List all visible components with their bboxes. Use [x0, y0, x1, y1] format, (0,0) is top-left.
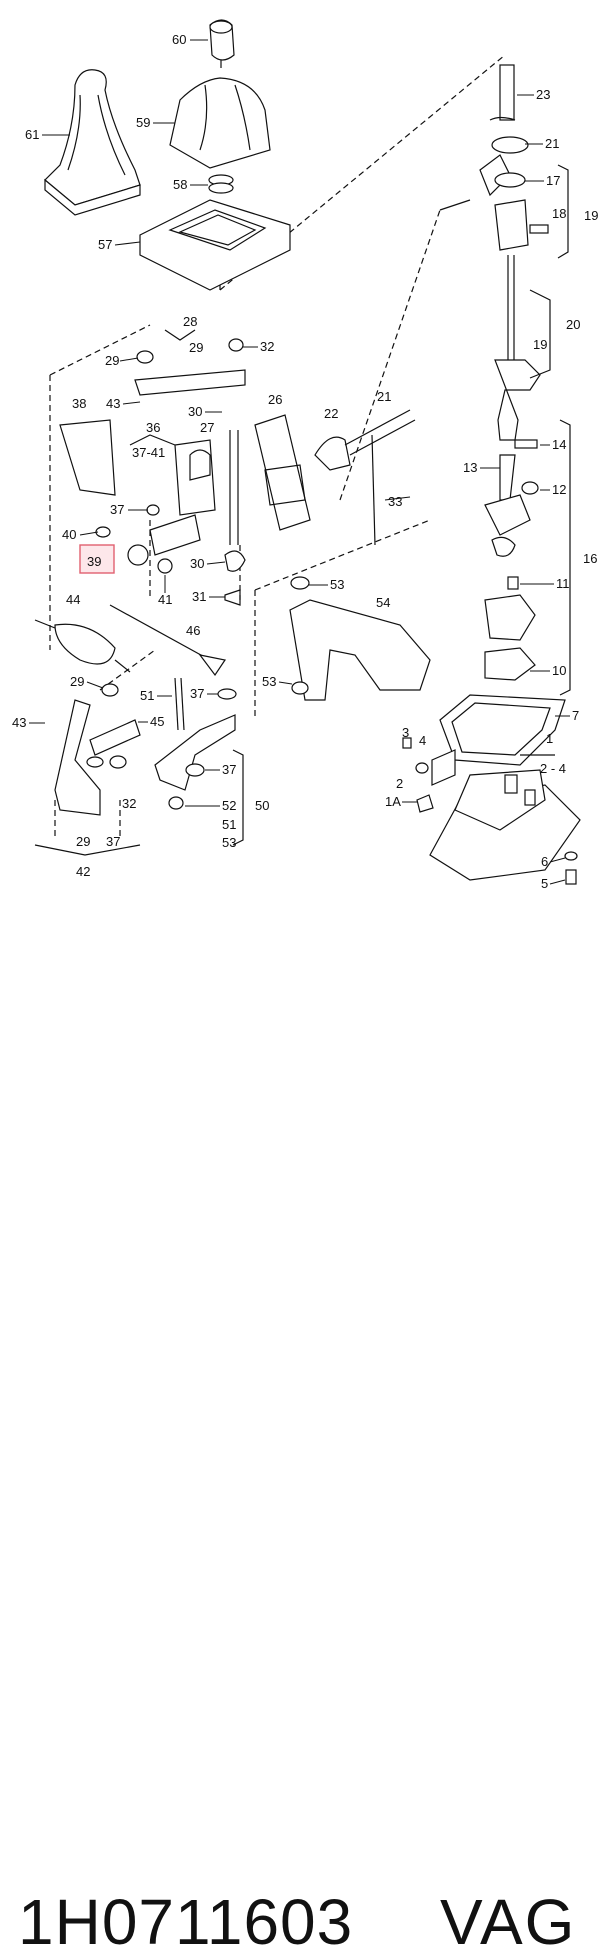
label-54: 54: [376, 595, 390, 610]
label-43a: 43: [106, 396, 120, 411]
label-44: 44: [66, 592, 80, 607]
label-45: 45: [150, 714, 164, 729]
linkage-50: [154, 677, 237, 810]
bracket-42: [54, 683, 141, 816]
label-27: 27: [200, 420, 214, 435]
label-6: 6: [541, 854, 548, 869]
label-32b: 32: [122, 796, 136, 811]
brand-name: VAG: [440, 1886, 577, 1958]
label-36: 36: [146, 420, 160, 435]
shift-rod-assembly: [439, 64, 549, 681]
label-5: 5: [541, 876, 548, 891]
label-26: 26: [268, 392, 282, 407]
label-50: 50: [255, 798, 269, 813]
label-51b: 51: [222, 817, 236, 832]
housing-1: [429, 769, 581, 881]
label-57: 57: [98, 237, 112, 252]
ring-58: [208, 174, 234, 194]
highlight-box: [79, 544, 115, 574]
label-59: 59: [136, 115, 150, 130]
label-18: 18: [552, 206, 566, 221]
cable-46: [109, 604, 226, 677]
label-37b: 37: [190, 686, 204, 701]
label-43b: 43: [12, 715, 26, 730]
label-17: 17: [546, 173, 560, 188]
label-21: 21: [545, 136, 559, 151]
label-1: 1: [546, 731, 553, 746]
label-53b: 53: [262, 674, 276, 689]
lever-54: [289, 576, 431, 701]
label-33: 33: [388, 494, 402, 509]
leader-lines: [29, 39, 570, 885]
label-29b: 29: [189, 340, 203, 355]
label-42: 42: [76, 864, 90, 879]
footer: 1H0711603 VAG: [0, 930, 600, 1958]
label-37d: 37: [106, 834, 120, 849]
label-7: 7: [572, 708, 579, 723]
label-2: 2: [396, 776, 403, 791]
middle-components: [59, 338, 416, 606]
label-11: 11: [556, 576, 570, 591]
label-14: 14: [552, 437, 566, 452]
label-29d: 29: [76, 834, 90, 849]
label-29a: 29: [105, 353, 119, 368]
label-28: 28: [183, 314, 197, 329]
label-38: 38: [72, 396, 86, 411]
label-3: 3: [402, 725, 409, 740]
label-52: 52: [222, 798, 236, 813]
label-37a: 37: [110, 502, 124, 517]
label-16: 16: [583, 551, 597, 566]
label-53c: 53: [222, 835, 236, 850]
label-10: 10: [552, 663, 566, 678]
label-30b: 30: [190, 556, 204, 571]
label-39: 39: [87, 554, 101, 569]
label-51a: 51: [140, 688, 154, 703]
label-37-41: 37-41: [132, 445, 165, 460]
group-brackets: [34, 164, 571, 856]
label-22: 22: [324, 406, 338, 421]
label-31: 31: [192, 589, 206, 604]
label-1A: 1A: [385, 794, 401, 809]
label-32a: 32: [260, 339, 274, 354]
part-number: 1H0711603: [18, 1886, 354, 1958]
label-2-4: 2 - 4: [540, 761, 566, 776]
label-20: 20: [566, 317, 580, 332]
label-12: 12: [552, 482, 566, 497]
label-37c: 37: [222, 762, 236, 777]
label-21b: 21: [377, 389, 391, 404]
console-57: [139, 199, 291, 291]
small-parts-right: [402, 737, 578, 885]
exploded-parts-diagram: 60 23 61 59 21 17 58 18 19 57 20 28 29 3…: [12, 19, 598, 891]
part-labels: 60 23 61 59 21 17 58 18 19 57 20 28 29 3…: [12, 32, 598, 891]
label-19b: 19: [533, 337, 547, 352]
gear-boot-61: [44, 69, 141, 216]
damper-44: [34, 619, 131, 673]
label-13: 13: [463, 460, 477, 475]
label-41: 41: [158, 592, 172, 607]
label-19a: 19: [584, 208, 598, 223]
label-46: 46: [186, 623, 200, 638]
label-23: 23: [536, 87, 550, 102]
label-61: 61: [25, 127, 39, 142]
label-30a: 30: [188, 404, 202, 419]
label-60: 60: [172, 32, 186, 47]
label-58: 58: [173, 177, 187, 192]
label-29c: 29: [70, 674, 84, 689]
label-53a: 53: [330, 577, 344, 592]
gear-knob-60: [209, 19, 235, 68]
boot-59: [169, 77, 271, 169]
label-40: 40: [62, 527, 76, 542]
label-4: 4: [419, 733, 426, 748]
